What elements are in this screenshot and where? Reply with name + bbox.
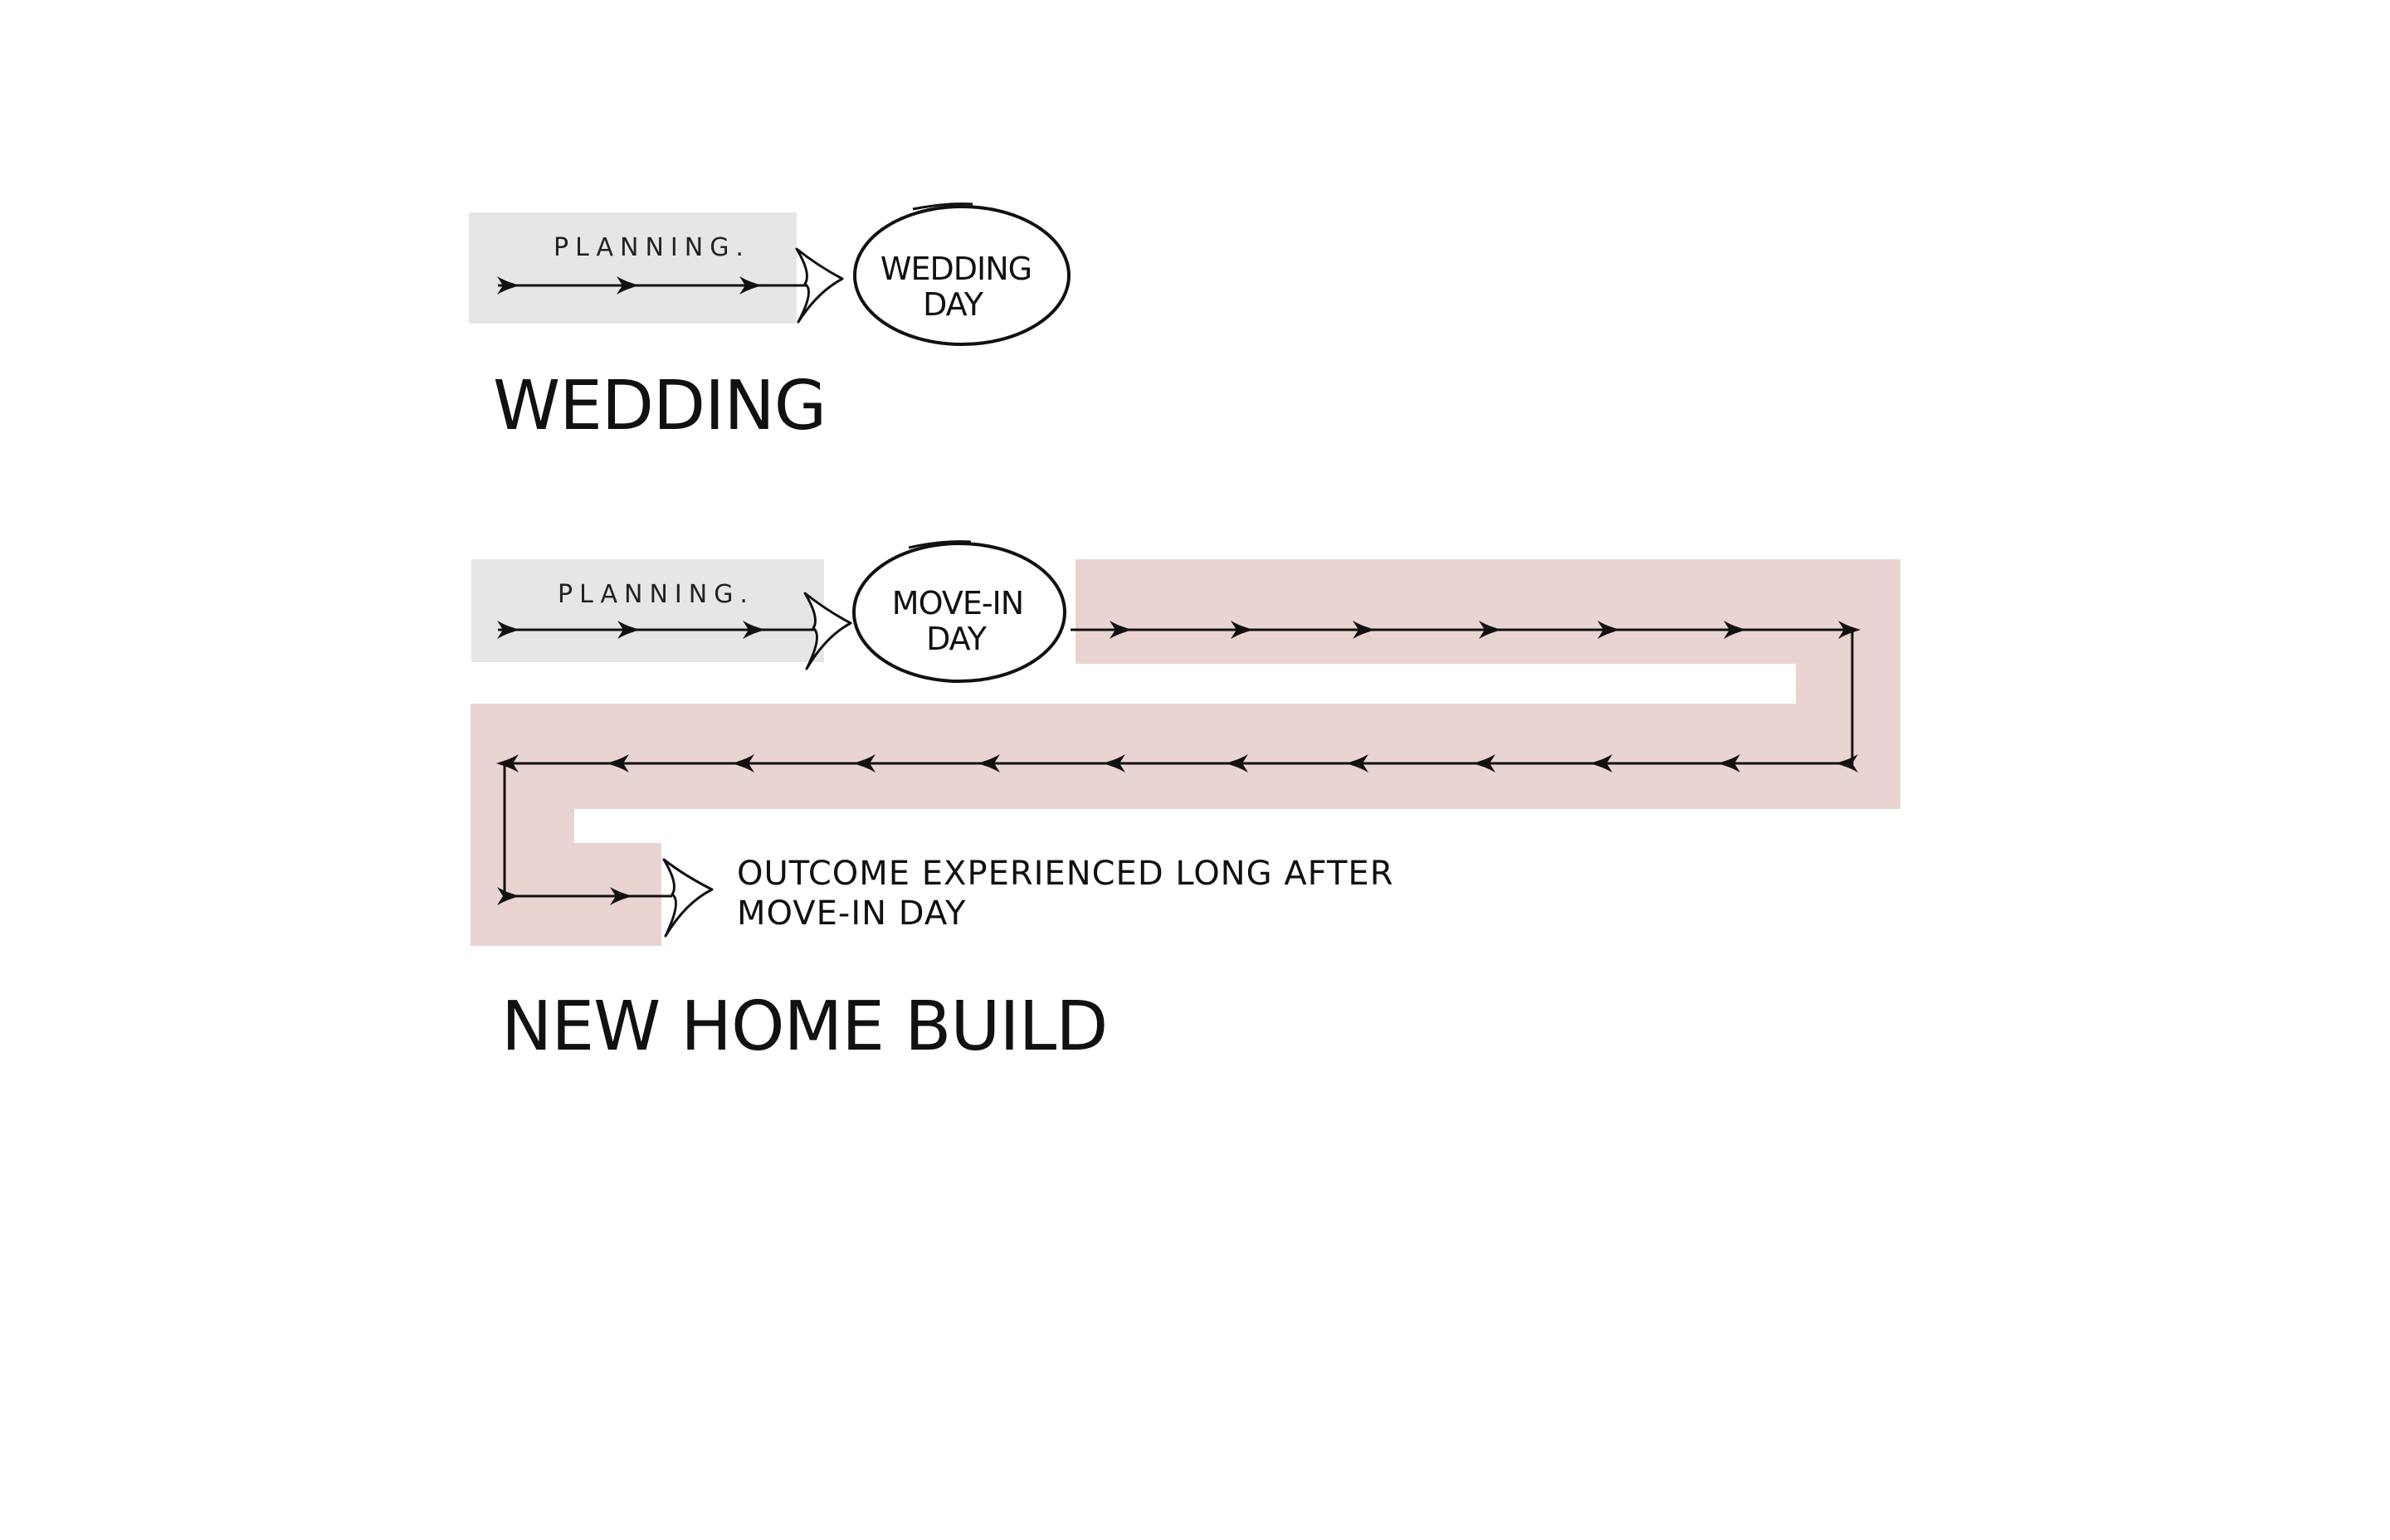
wedding-bubble-line1: WEDDING: [880, 251, 1032, 287]
home-build-title: NEW HOME BUILD: [501, 987, 1107, 1066]
wedding-arrow-head: [795, 247, 844, 324]
home-build-timeline: PLANNING.: [471, 540, 1900, 1066]
home-planning-arrow-head: [803, 592, 852, 670]
outcome-path: [503, 628, 1854, 898]
wedding-bubble-overlap-stroke: [912, 202, 973, 211]
wedding-title: WEDDING: [493, 367, 826, 446]
outcome-band: [471, 559, 1900, 946]
wedding-planning-label: PLANNING.: [554, 233, 750, 262]
wedding-timeline: PLANNING. WEDDING DAY WEDDING: [469, 202, 1071, 446]
home-planning-label: PLANNING.: [558, 580, 754, 609]
wedding-day-bubble: [853, 205, 1071, 346]
wedding-bubble-line2: DAY: [923, 286, 984, 323]
move-in-day-bubble: [852, 542, 1066, 683]
wedding-planning-band: [469, 212, 797, 324]
outcome-note-line2: MOVE-IN DAY: [737, 894, 967, 933]
outcome-arrow-head: [662, 858, 714, 938]
outcome-note-line1: OUTCOME EXPERIENCED LONG AFTER: [737, 855, 1393, 893]
move-in-bubble-line2: DAY: [926, 621, 988, 657]
move-in-bubble-line1: MOVE-IN: [892, 585, 1023, 621]
home-planning-band: [471, 559, 824, 662]
move-in-bubble-overlap-stroke: [908, 540, 972, 549]
